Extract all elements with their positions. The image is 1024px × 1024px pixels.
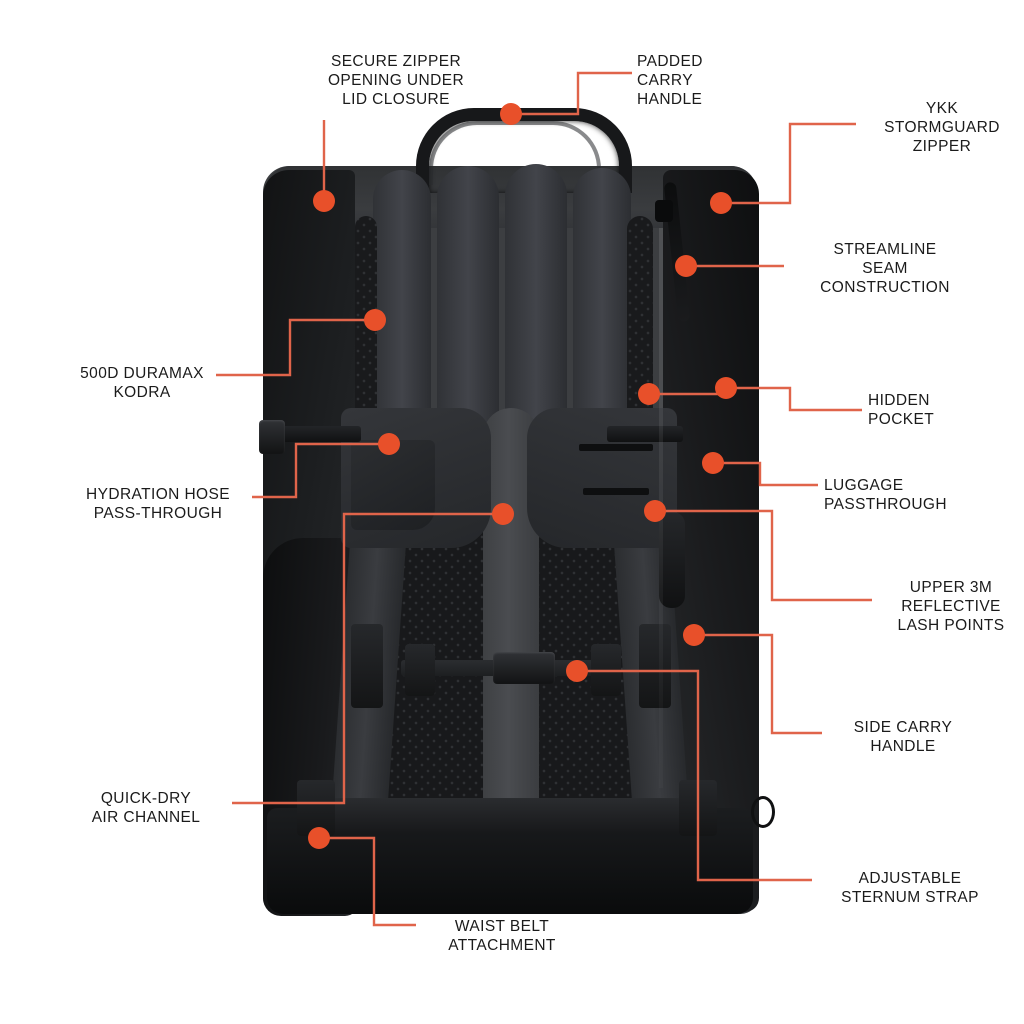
callout-dot-luggage-passthrough[interactable] — [715, 377, 737, 399]
compression-strap-upper-left — [265, 426, 361, 442]
callout-label-padded-carry-handle: PADDED CARRY HANDLE — [637, 53, 703, 108]
compression-buckle-left — [259, 420, 285, 454]
lash-point-left — [351, 624, 383, 708]
callout-label-upper-3m-reflective-lash-points: UPPER 3M REFLECTIVE LASH POINTS — [897, 579, 1005, 634]
callout-label-500d-duramax-kodra: 500D DURAMAX KODRA — [80, 365, 204, 401]
callout-dot-upper-3m-reflective-lash-points[interactable] — [702, 452, 724, 474]
callout-dot-waist-belt-attachment[interactable] — [308, 827, 330, 849]
waist-belt-attachment-right — [679, 780, 717, 836]
callout-label-luggage-passthrough: LUGGAGE PASSTHROUGH — [824, 477, 947, 513]
callout-dot-side-carry-handle[interactable] — [644, 500, 666, 522]
luggage-passthrough-slot — [583, 488, 649, 495]
compression-strap-upper-right — [607, 426, 683, 442]
sternum-strap-buckle — [493, 652, 555, 684]
callout-label-streamline-seam-construction: STREAMLINE SEAM CONSTRUCTION — [820, 241, 950, 296]
waist-belt-webbing — [311, 798, 707, 832]
sternum-slider-left — [405, 644, 435, 696]
callout-label-adjustable-sternum-strap: ADJUSTABLE STERNUM STRAP — [841, 870, 979, 906]
callout-label-quick-dry-air-channel: QUICK-DRY AIR CHANNEL — [91, 790, 201, 826]
lash-point-right — [639, 624, 671, 708]
callout-dot-hydration-hose-pass-through[interactable] — [378, 433, 400, 455]
callout-label-hydration-hose-pass-through: HYDRATION HOSE PASS-THROUGH — [86, 486, 230, 522]
callout-label-hidden-pocket: HIDDEN POCKET — [868, 392, 935, 428]
zipper-pull — [751, 796, 775, 828]
callout-dot-500d-duramax-kodra[interactable] — [364, 309, 386, 331]
hidden-pocket-zip — [579, 444, 653, 451]
callout-label-secure-zipper: SECURE ZIPPER OPENING UNDER LID CLOSURE — [327, 53, 465, 108]
callout-dot-hidden-pocket-anchor[interactable] — [683, 624, 705, 646]
sternum-slider-right — [591, 644, 621, 696]
callout-label-side-carry-handle: SIDE CARRY HANDLE — [853, 719, 953, 755]
callout-dot-padded-carry-handle[interactable] — [500, 103, 522, 125]
callout-dot-hidden-pocket[interactable] — [638, 383, 660, 405]
callout-dot-streamline-seam-construction[interactable] — [675, 255, 697, 277]
callout-dot-quick-dry-air-channel[interactable] — [492, 503, 514, 525]
callout-label-ykk-stormguard-zipper: YKK STORMGUARD ZIPPER — [884, 100, 1000, 155]
zipper-slider — [655, 200, 673, 222]
callout-dot-secure-zipper[interactable] — [313, 190, 335, 212]
backpack-illustration — [255, 108, 775, 916]
callout-dot-adjustable-sternum-strap[interactable] — [566, 660, 588, 682]
callout-label-waist-belt-attachment: WAIST BELT ATTACHMENT — [448, 918, 556, 954]
callout-dot-ykk-stormguard-zipper[interactable] — [710, 192, 732, 214]
